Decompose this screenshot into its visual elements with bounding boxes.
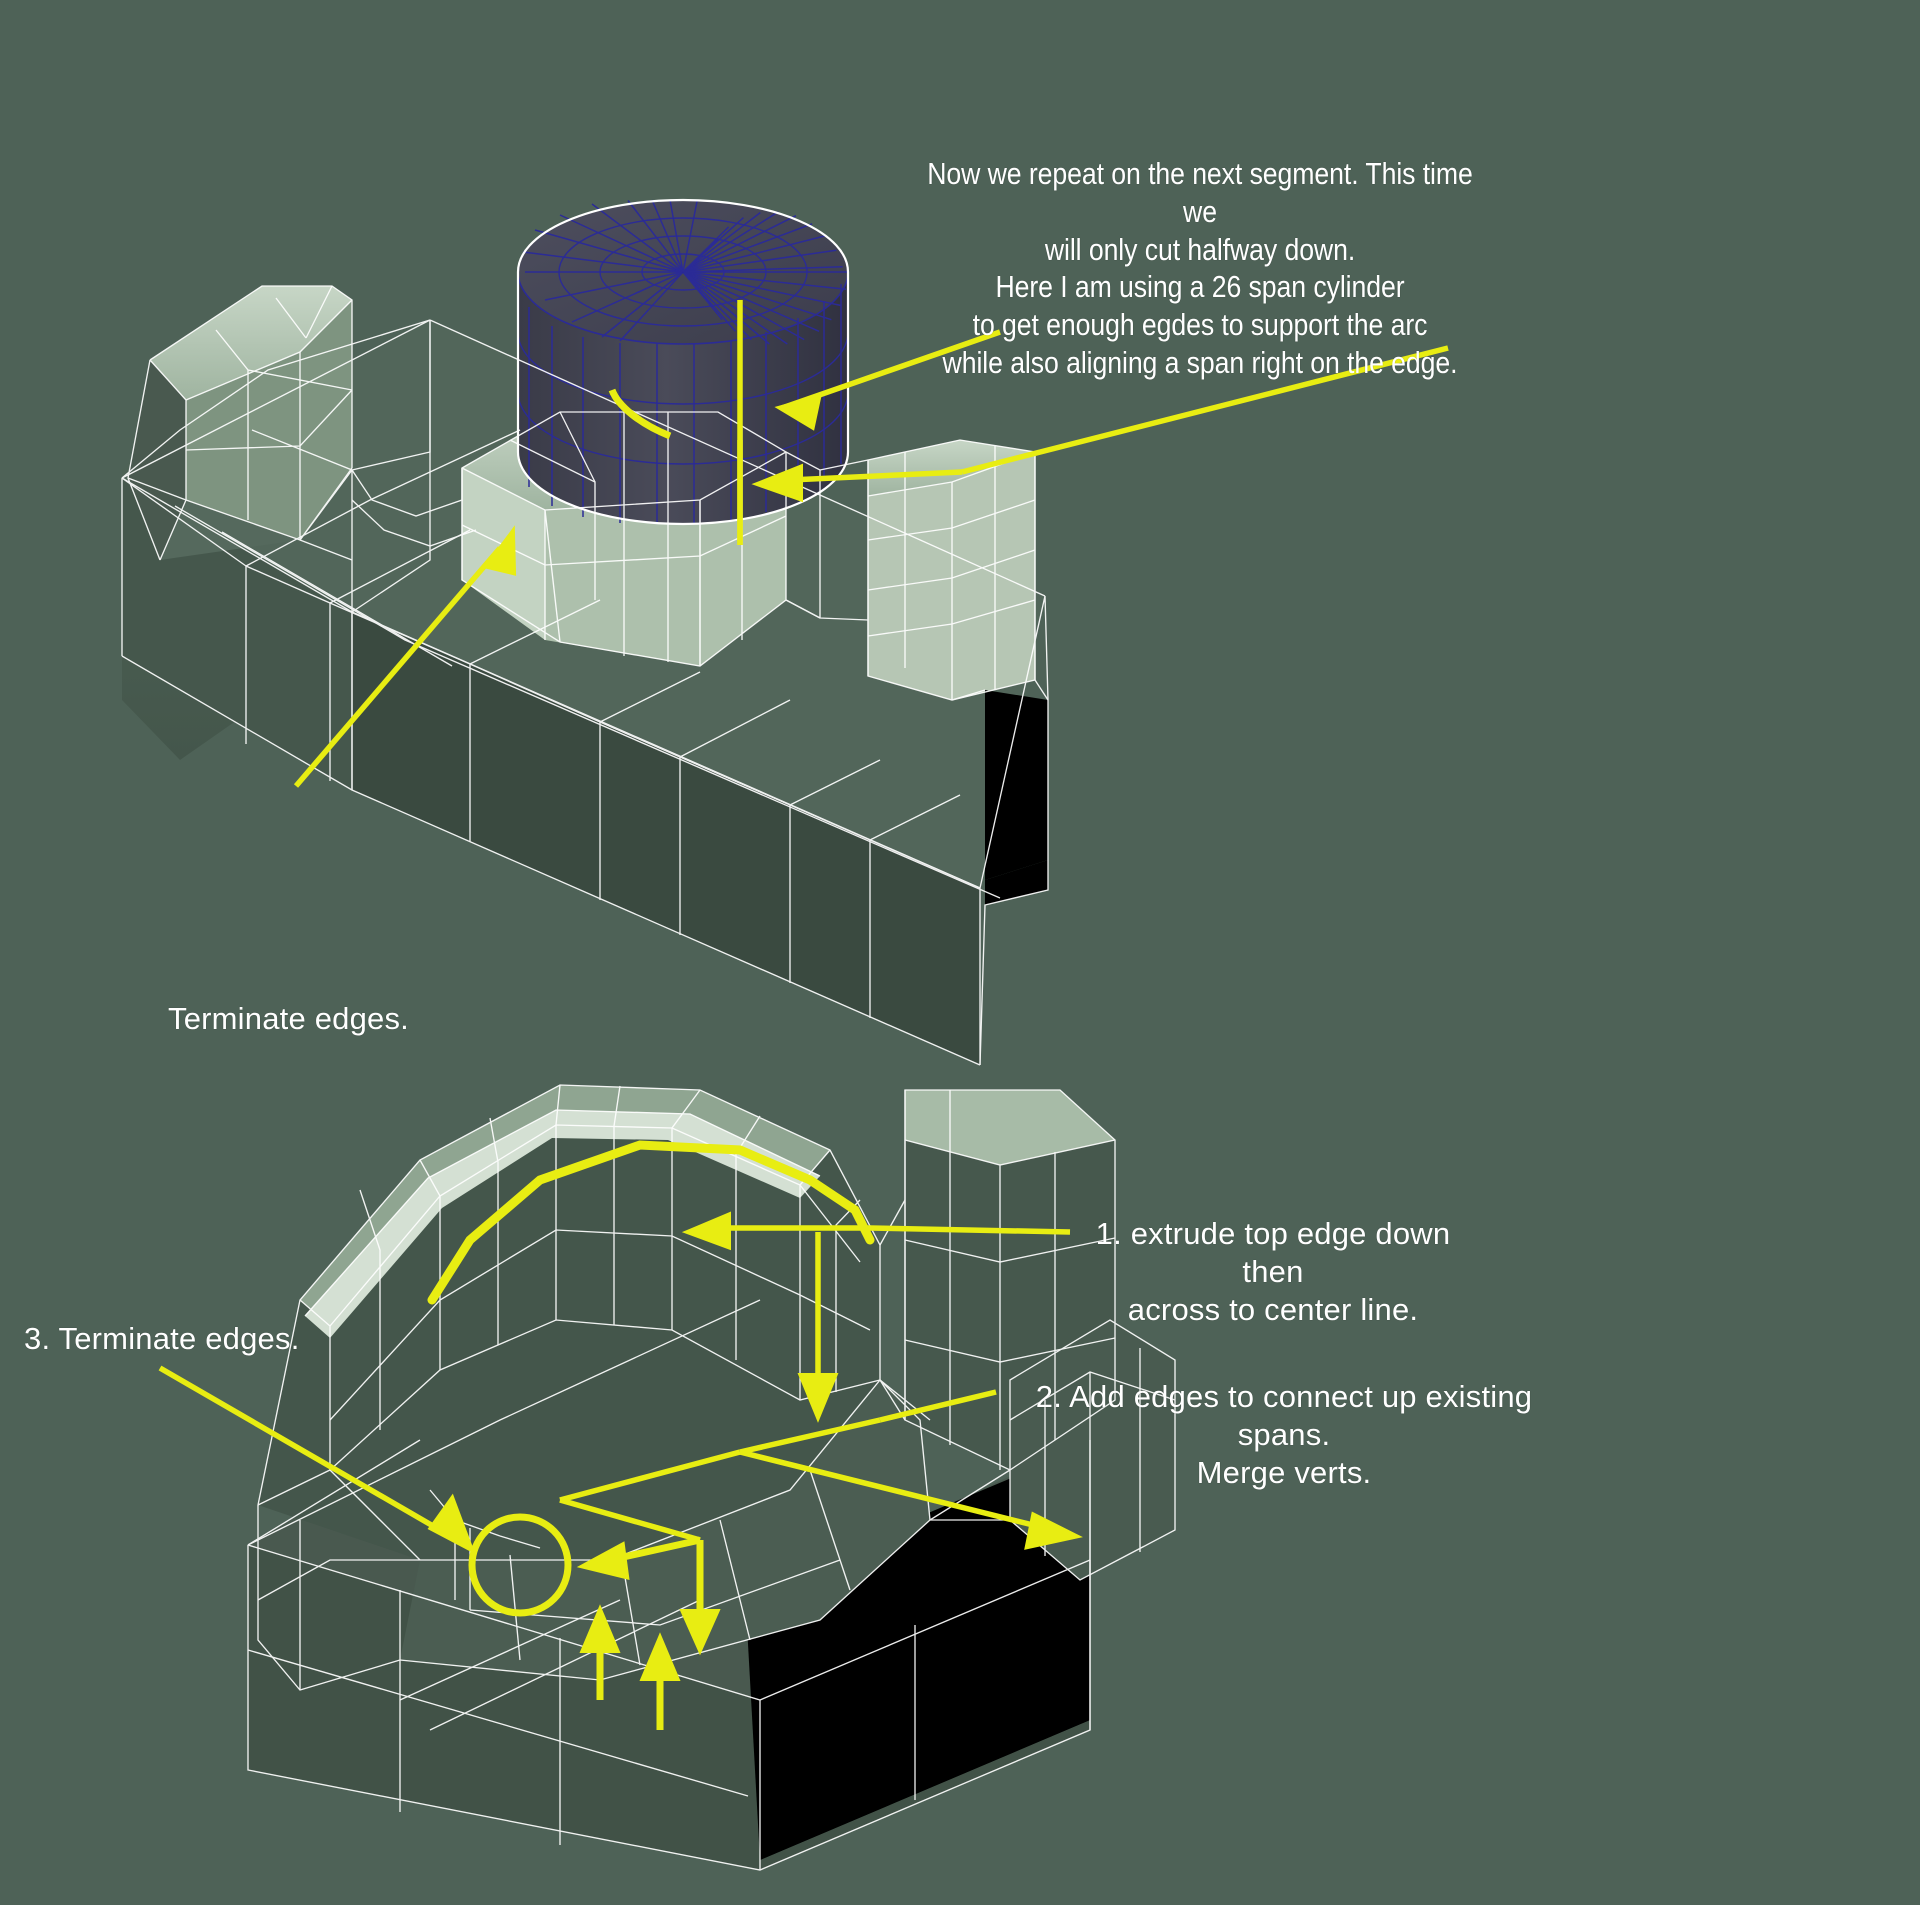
annotation-terminate-edges-top: Terminate edges. <box>168 1001 409 1036</box>
annotation-step-3: 3. Terminate edges. <box>24 1321 300 1356</box>
top-wireframe-lines <box>121 285 1049 1066</box>
highlighted-rim-edge <box>427 1140 875 1305</box>
cylinder-mesh <box>516 198 850 526</box>
annotation-intro-text: Now we repeat on the next segment. This … <box>927 156 1473 381</box>
cylinder-outline <box>516 198 850 526</box>
annotation-step-1: 1. extrude top edge down then across to … <box>1095 1216 1451 1327</box>
annotation-step-2: 2. Add edges to connect up existing span… <box>1035 1379 1533 1490</box>
